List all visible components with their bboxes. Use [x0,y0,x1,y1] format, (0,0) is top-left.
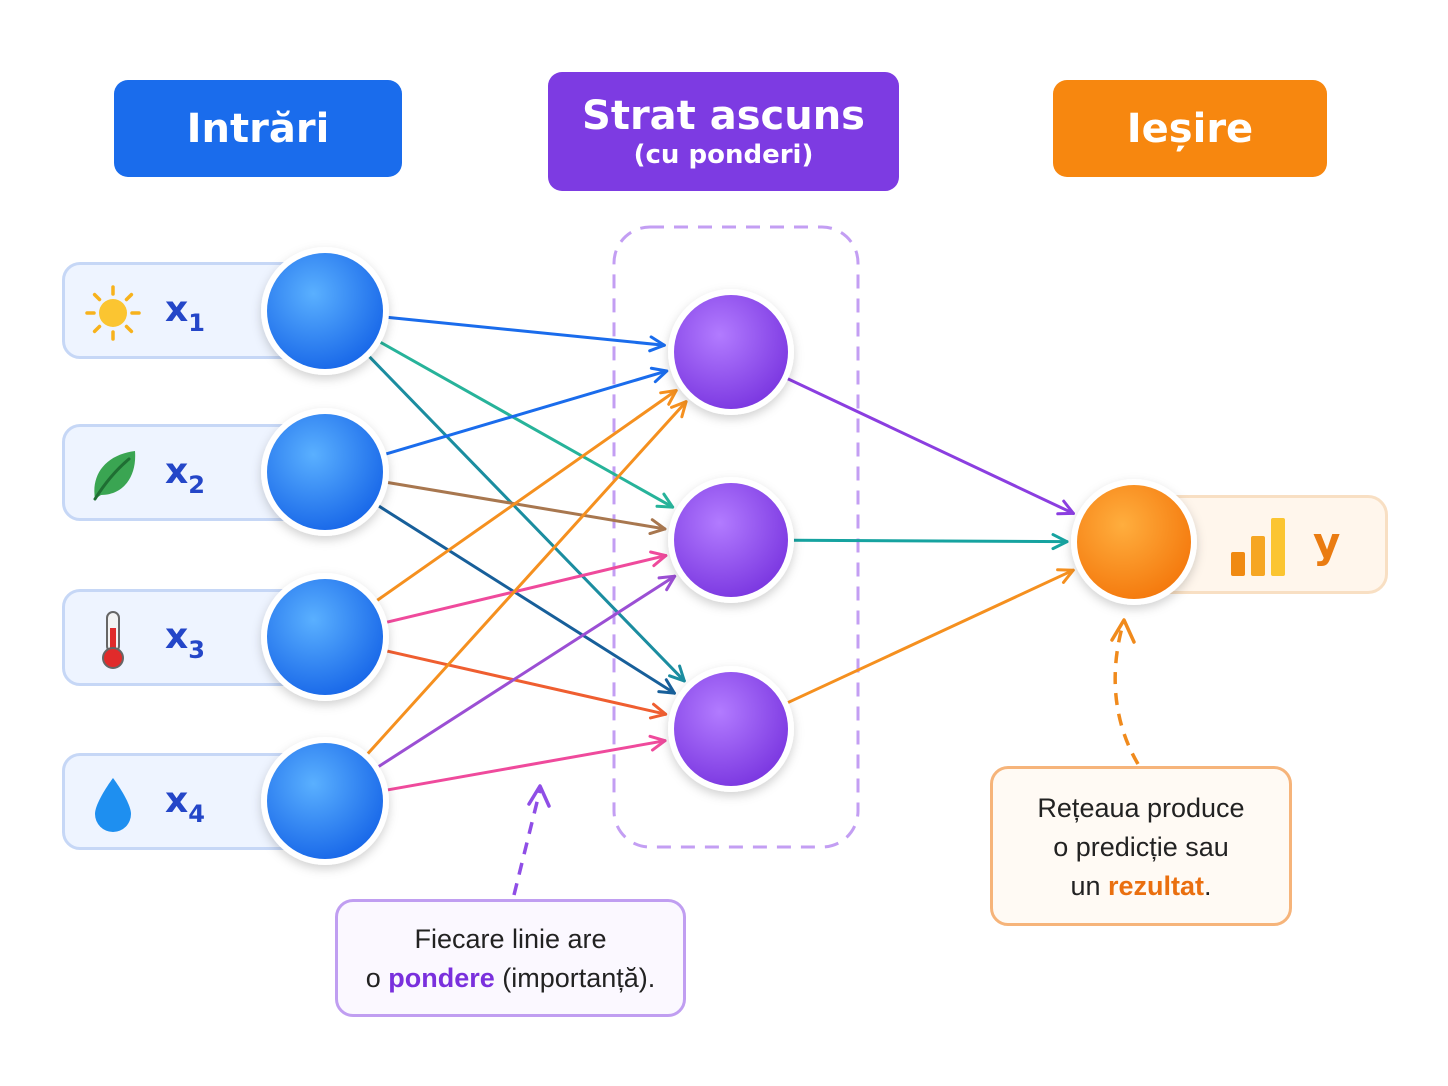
connection-arrowhead [669,400,688,419]
connection-arrowhead [648,518,667,536]
connection-arrowhead [655,492,675,509]
connection-line [384,739,667,792]
result-note-line1: Rețeaua produce [1037,793,1245,823]
connections [365,315,1075,792]
hidden-node-2 [674,483,788,597]
weight-note-pointer [512,789,542,896]
connection-line [377,339,675,509]
connection-line [382,369,669,456]
hidden-layer-frame [612,225,860,849]
input-node-2 [267,414,383,530]
output-label: y [1313,518,1341,567]
input-label-2: x2 [165,451,205,499]
connection-arrowhead [657,678,676,695]
weight-note: Fiecare linie are o pondere (importanță)… [335,899,686,1017]
connection-line [383,649,668,716]
header-hidden-sublabel: (cu ponderi) [633,139,814,170]
weight-highlight: pondere [388,963,495,993]
water-drop-icon [95,778,131,832]
connection-arrowhead [659,388,678,406]
input-node-4 [267,743,383,859]
sun-icon [85,285,141,341]
connection-line [384,480,667,531]
weight-note-line1: Fiecare linie are [414,924,607,954]
connection-line [784,376,1075,515]
connection-line [790,538,1069,544]
hidden-node-1 [674,295,788,409]
result-note-line2: o predicție sau [1053,832,1229,862]
connection-line [374,388,678,603]
result-note-line3: un rezultat. [1070,871,1212,901]
weight-note-arrowhead [527,784,551,808]
input-node-1 [267,253,383,369]
leaf-icon [93,451,136,501]
connection-arrowhead [668,664,686,683]
connection-line [366,353,686,683]
thermometer-icon [102,611,124,669]
connection-arrowhead [648,335,666,353]
result-note-pointer [1113,623,1140,765]
connection-arrowhead [648,734,667,752]
header-inputs-label: Intrări [186,105,330,152]
result-note: Rețeaua produce o predicție sau un rezul… [990,766,1292,926]
input-label-3: x3 [165,616,205,664]
weight-note-line2: o pondere (importanță). [365,963,656,993]
result-note-arrowhead [1110,618,1136,644]
input-label-4: x4 [165,780,205,828]
connection-arrowhead [657,574,677,592]
connection-arrowhead [649,550,668,568]
connection-line [375,574,677,769]
header-inputs: Intrări [114,80,402,177]
output-node [1077,485,1191,599]
connection-line [383,554,668,625]
bar-chart-icon [1231,518,1285,576]
connection-line [784,568,1075,705]
connection-arrowhead [1056,499,1075,516]
connection-line [375,503,676,695]
header-hidden-layer: Strat ascuns (cu ponderi) [548,72,899,191]
input-label-1: x1 [165,289,205,337]
connection-line [365,400,688,757]
connection-arrowhead [1056,568,1075,584]
hidden-node-3 [674,672,788,786]
header-output: Ieșire [1053,80,1327,177]
connection-arrowhead [648,702,668,720]
connection-arrowhead [649,366,669,384]
connection-arrowhead [1051,533,1069,551]
header-hidden-label: Strat ascuns [582,92,865,139]
input-node-3 [267,579,383,695]
header-output-label: Ieșire [1126,105,1254,152]
connection-line [385,315,666,347]
result-highlight: rezultat [1108,871,1205,901]
